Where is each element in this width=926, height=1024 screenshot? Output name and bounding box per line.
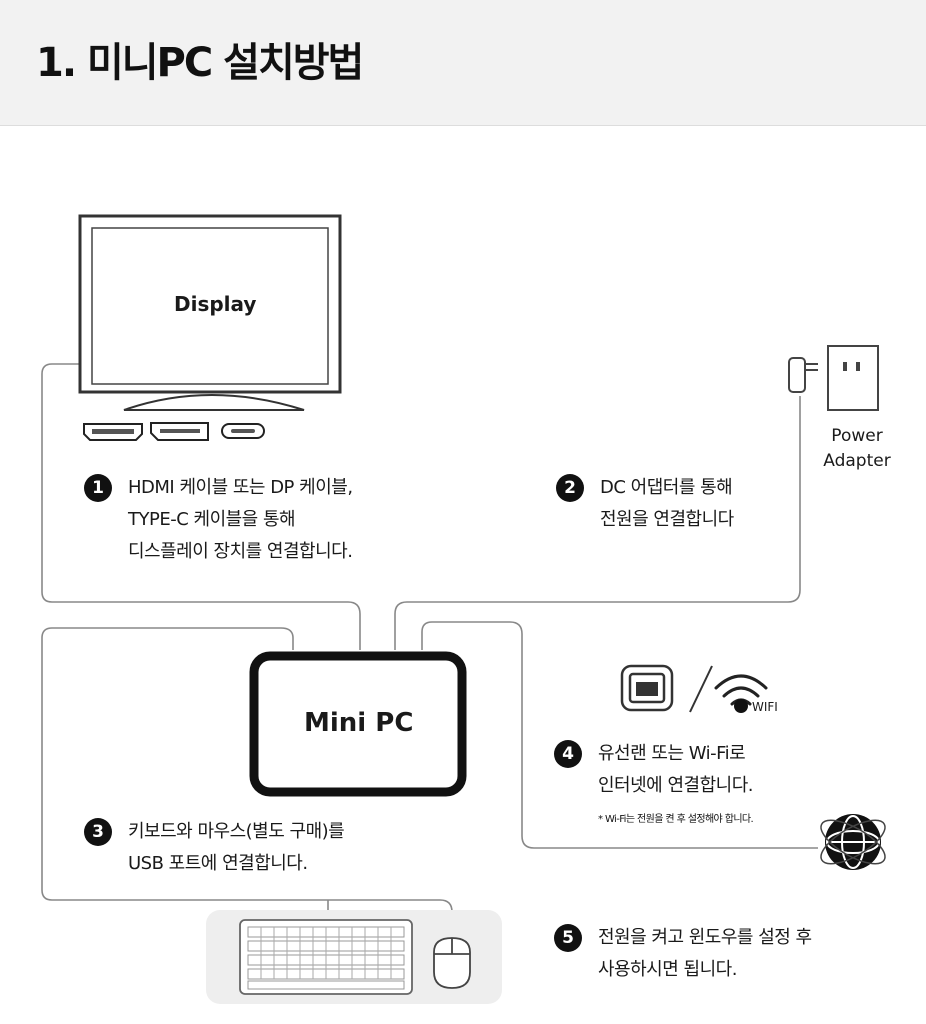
mini-pc-label: Mini PC (304, 708, 414, 738)
step-text-line: 전원을 연결합니다 (600, 509, 734, 530)
step-badge: 4 (554, 740, 582, 768)
step-text-line: DC 어댑터를 통해 (600, 477, 733, 498)
power-adapter-label: Power Adapter (814, 424, 900, 474)
step-text-line: TYPE-C 케이블을 통해 (128, 509, 296, 530)
network-cable-line (421, 621, 818, 849)
power-label-line2: Adapter (823, 451, 891, 471)
power-cable-line (394, 396, 801, 650)
keyboard-icon (239, 919, 413, 995)
step-text-line: USB 포트에 연결합니다. (128, 853, 308, 874)
power-label-line1: Power (831, 426, 883, 446)
wifi-note: * Wi-Fi는 전원을 켠 후 설정해야 합니다. (598, 814, 754, 825)
display-icon (78, 214, 342, 411)
usb-cable-line (41, 627, 453, 940)
mouse-icon (433, 937, 471, 989)
globe-icon (820, 814, 886, 870)
step-text-line: 디스플레이 장치를 연결합니다. (128, 541, 353, 562)
displayport-icon (150, 422, 209, 441)
step-badge: 3 (84, 818, 112, 846)
wifi-label: WIFI (752, 700, 778, 714)
slash-divider (689, 665, 713, 713)
step-text-line: 인터넷에 연결합니다. (598, 775, 753, 796)
step-text-line: 유선랜 또는 Wi-Fi로 (598, 743, 746, 764)
step-text-line: 전원을 켜고 윈도우를 설정 후 (598, 927, 812, 948)
header-bar: 1. 미니PC 설치방법 (0, 0, 926, 126)
power-adapter-icon (788, 345, 879, 411)
step-text-line: 키보드와 마우스(별도 구매)를 (128, 821, 345, 842)
step-badge: 5 (554, 924, 582, 952)
step-badge: 1 (84, 474, 112, 502)
step-text-line: 사용하시면 됩니다. (598, 959, 737, 980)
display-label: Display (174, 292, 257, 316)
page-title: 1. 미니PC 설치방법 (36, 40, 364, 86)
step-badge: 2 (556, 474, 584, 502)
step-text-line: HDMI 케이블 또는 DP 케이블, (128, 477, 353, 498)
usb-c-port-icon (221, 423, 265, 439)
mini-pc-icon (249, 651, 467, 797)
ethernet-port-icon (620, 664, 674, 712)
hdmi-port-icon (83, 423, 143, 441)
display-cable-line (41, 363, 361, 650)
